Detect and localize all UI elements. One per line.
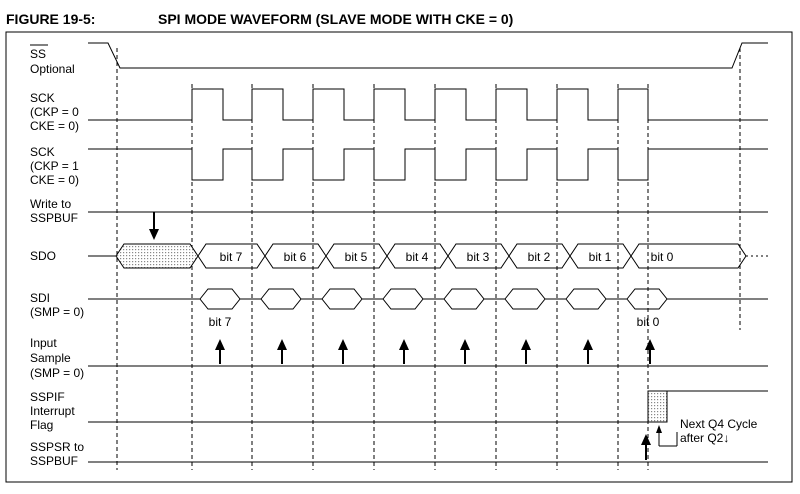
sample-arrow-icon	[583, 339, 593, 364]
sdi-waveform: bit 7 bit 0	[88, 288, 768, 329]
sdo-bit-label: bit 3	[467, 250, 490, 264]
sample-arrow-icon	[460, 339, 470, 364]
sck0-ckp-label: (CKP = 0	[30, 105, 79, 119]
sck0-label: SCK	[30, 91, 55, 105]
figure-frame	[5, 31, 793, 483]
ss-waveform	[88, 42, 768, 69]
signal-labels: SS Optional SCK (CKP = 0 CKE = 0) SCK (C…	[30, 44, 84, 468]
sample-label: Sample	[30, 351, 71, 365]
sdo-bit-label: bit 2	[528, 250, 551, 264]
sspif-set-arrow-icon	[656, 425, 678, 447]
figure-title: SPI MODE WAVEFORM (SLAVE MODE WITH CKE =…	[158, 11, 513, 27]
sample-smp-label: (SMP = 0)	[30, 366, 84, 380]
sck0-waveform	[88, 88, 768, 121]
sspbuf-label: SSPBUF	[30, 211, 78, 225]
timing-guides	[116, 48, 741, 470]
sample-arrow-icon	[399, 339, 409, 364]
write-label: Write to	[30, 197, 71, 211]
input-label: Input	[30, 336, 57, 350]
ss-sub-label: Optional	[30, 62, 75, 76]
sdo-bit-label: bit 0	[651, 250, 674, 264]
sck0-cke-label: CKE = 0)	[30, 119, 79, 133]
sample-arrow-icon	[645, 339, 655, 364]
sample-arrow-icon	[277, 339, 287, 364]
sdi-sample-windows	[199, 288, 668, 310]
sdo-bit-label: bit 4	[406, 250, 429, 264]
sdo-bit-label: bit 6	[284, 250, 307, 264]
sample-arrow-icon	[215, 339, 225, 364]
sample-arrow-icon	[521, 339, 531, 364]
sdo-label: SDO	[30, 249, 56, 263]
sck1-cke-label: CKE = 0)	[30, 173, 79, 187]
q4-annotation-line1: Next Q4 Cycle	[680, 417, 758, 431]
sspsr-label: SSPSR to	[30, 440, 84, 454]
write-arrow-icon	[149, 212, 159, 240]
sdo-waveform: bit 7 bit 6 bit 5 bit 4 bit 3 bit 2 bit …	[88, 243, 768, 269]
sdo-bit-label: bit 7	[220, 250, 243, 264]
sck1-waveform	[88, 148, 768, 181]
figure-number: FIGURE 19-5:	[6, 11, 95, 27]
sspif-label: SSPIF	[30, 390, 65, 404]
sck1-label: SCK	[30, 145, 55, 159]
interrupt-label: Interrupt	[30, 404, 75, 418]
ss-label: SS	[30, 47, 46, 61]
sdi-last-bit-label: bit 0	[637, 315, 660, 329]
q4-annotation-line2: after Q2↓	[680, 431, 729, 445]
sample-arrows	[215, 339, 655, 364]
sspif-transition-region	[647, 390, 668, 423]
sdo-bit-cells	[197, 243, 632, 269]
flag-label: Flag	[30, 418, 53, 432]
sdo-bit-label: bit 5	[345, 250, 368, 264]
sspif-waveform	[88, 390, 768, 423]
sdo-undefined-cell	[115, 243, 199, 269]
sck1-ckp-label: (CKP = 1	[30, 159, 79, 173]
sspsr-sspbuf-label: SSPBUF	[30, 454, 78, 468]
sdi-label: SDI	[30, 291, 50, 305]
sdo-bit-label: bit 1	[589, 250, 612, 264]
sdi-first-bit-label: bit 7	[209, 315, 232, 329]
sspsr-arrow-icon	[641, 434, 651, 460]
sdi-smp-label: (SMP = 0)	[30, 305, 84, 319]
sample-arrow-icon	[338, 339, 348, 364]
